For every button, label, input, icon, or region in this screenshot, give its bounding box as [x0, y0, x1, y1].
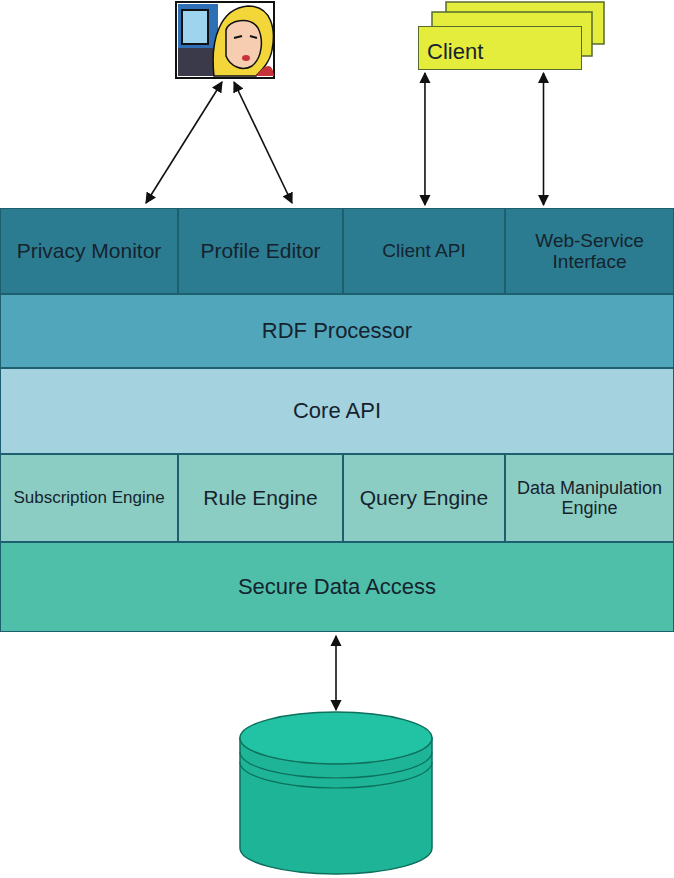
engine-box: Query Engine	[343, 454, 505, 542]
node-label: Profile Editor	[200, 239, 320, 263]
node-label: Query Engine	[360, 486, 488, 510]
api-band: Core API	[0, 368, 674, 454]
node-label: Client	[427, 40, 483, 65]
node-label: Rule Engine	[203, 486, 317, 510]
connector-arrow	[543, 73, 545, 205]
user-arrow	[234, 82, 292, 203]
node-label: Data Manipulation Engine	[514, 478, 665, 518]
processor-band: RDF Processor	[0, 294, 674, 368]
engine-box: Rule Engine	[178, 454, 343, 542]
ui-module-box: Privacy Monitor	[0, 208, 178, 294]
database-arrow	[335, 636, 337, 710]
api-module-box: Web-Service Interface	[505, 208, 674, 294]
engine-box: Data Manipulation Engine	[505, 454, 674, 542]
node-label: Web-Service Interface	[514, 230, 665, 273]
data-access-band: Secure Data Access	[0, 542, 674, 632]
node-label: Privacy Monitor	[17, 239, 162, 263]
user-illustration	[176, 2, 274, 78]
node-label: Secure Data Access	[238, 575, 436, 600]
client-box: Client	[418, 26, 582, 70]
database-cylinder	[240, 712, 432, 874]
user-arrow	[146, 82, 222, 203]
api-module-box: Client API	[343, 208, 505, 294]
engine-box: Subscription Engine	[0, 454, 178, 542]
node-label: RDF Processor	[262, 319, 412, 344]
node-label: Core API	[293, 399, 381, 424]
connector-arrow	[424, 73, 426, 205]
node-label: Client API	[382, 240, 465, 261]
ui-module-box: Profile Editor	[178, 208, 343, 294]
node-label: Subscription Engine	[13, 488, 164, 507]
